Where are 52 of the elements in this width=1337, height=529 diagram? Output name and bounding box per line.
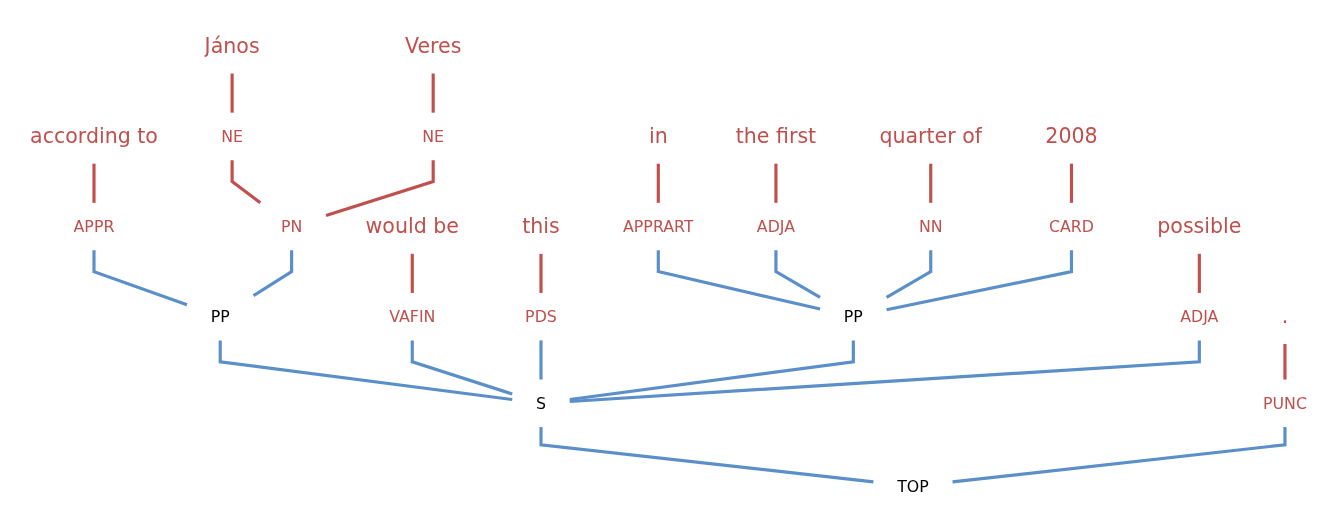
node-text: PP — [210, 307, 230, 327]
node-text: . — [1281, 304, 1289, 329]
node-text: NN — [918, 217, 943, 237]
connector — [1197, 253, 1201, 293]
connector — [325, 160, 435, 218]
connector — [539, 427, 874, 484]
node-text: ADJA — [756, 217, 796, 237]
connector — [569, 340, 1201, 404]
connector — [230, 73, 234, 113]
connector — [539, 340, 543, 380]
connector — [410, 340, 513, 396]
connector — [92, 250, 188, 307]
node-text: possible — [1157, 214, 1242, 239]
connector — [218, 340, 513, 402]
connector — [230, 160, 262, 205]
connector — [774, 250, 821, 299]
node-text: PUNC — [1262, 393, 1307, 413]
node-text: APPR — [73, 217, 115, 237]
connector — [929, 163, 933, 203]
node-text: in — [648, 124, 668, 148]
connector — [252, 250, 294, 298]
node-text: according to — [30, 124, 158, 148]
node-text: this — [522, 214, 560, 239]
connector — [539, 253, 543, 293]
node-text: S — [535, 393, 547, 413]
connector — [656, 250, 821, 311]
connector — [569, 340, 855, 401]
node-text: would be — [365, 214, 459, 239]
connector — [885, 250, 933, 299]
node-text: TOP — [897, 476, 929, 496]
connector — [410, 253, 414, 293]
node-text: APPRART — [623, 217, 694, 237]
node-text: PP — [843, 307, 863, 327]
node-text: NE — [422, 126, 445, 146]
connector — [886, 250, 1074, 312]
connector — [431, 73, 435, 113]
connector — [656, 163, 660, 203]
connector — [952, 427, 1287, 484]
node-text: PN — [280, 217, 303, 237]
connector — [1069, 163, 1074, 203]
node-text: CARD — [1048, 217, 1094, 237]
node-text: quarter of — [879, 124, 983, 148]
node-text: VAFIN — [389, 307, 436, 327]
node-text: ADJA — [1180, 307, 1219, 327]
node-text: NE — [221, 126, 244, 146]
connector — [1283, 343, 1287, 380]
node-text: 2008 — [1045, 124, 1098, 148]
node-text: Veres — [404, 34, 462, 58]
connector — [774, 163, 778, 203]
node-text: the first — [735, 124, 817, 148]
connector — [92, 163, 96, 203]
node-text: PDS — [525, 307, 557, 327]
